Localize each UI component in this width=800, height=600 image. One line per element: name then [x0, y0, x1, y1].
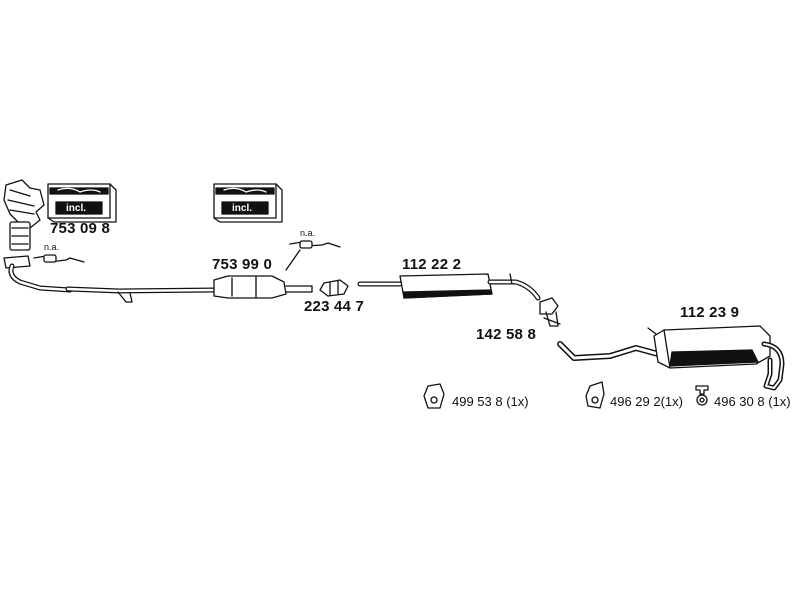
included-kit-box-1 — [47, 183, 117, 223]
pipe-clamp-label: 142 58 8 — [476, 326, 536, 343]
sensor-2-note: n.a. — [300, 228, 316, 238]
mount-c-label: 496 30 8 (1x) — [714, 394, 791, 409]
middle-silencer-label: 112 22 2 — [402, 256, 462, 273]
connector-clamp-label: 223 44 7 — [304, 298, 364, 315]
connector-clamp-part[interactable] — [319, 279, 349, 297]
oxygen-sensor-1[interactable] — [33, 254, 85, 263]
sensor-1-note: n.a. — [44, 242, 60, 252]
rubber-mount-a[interactable] — [423, 383, 445, 409]
kit-2-label: incl. — [232, 203, 253, 214]
pipe-clamp-part[interactable] — [539, 297, 561, 327]
rubber-mount-c[interactable] — [695, 385, 709, 406]
oxygen-sensor-2[interactable] — [285, 240, 341, 271]
rubber-mount-b[interactable] — [585, 381, 605, 409]
front-catalyst-label: 753 99 0 — [212, 256, 272, 273]
middle-silencer-part[interactable] — [357, 273, 541, 301]
rear-silencer-part[interactable] — [557, 325, 785, 391]
kit-1-label: incl. — [66, 203, 87, 214]
manifold-catalyst-part[interactable] — [3, 179, 73, 293]
mount-b-label: 496 29 2(1x) — [610, 394, 683, 409]
included-kit-box-2 — [213, 183, 283, 223]
manifold-catalyst-label: 753 09 8 — [50, 220, 110, 237]
mount-a-label: 499 53 8 (1x) — [452, 394, 529, 409]
front-pipe-catalyst-part[interactable] — [65, 275, 313, 303]
rear-silencer-label: 112 23 9 — [680, 304, 740, 321]
